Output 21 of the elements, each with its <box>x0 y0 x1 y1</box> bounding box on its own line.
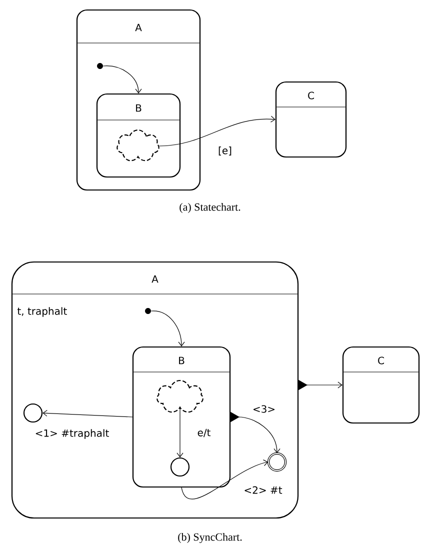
edge-label: e/t <box>196 428 212 438</box>
caption: (b) SyncChart. <box>178 533 242 543</box>
state-box: C <box>342 346 420 424</box>
edge-label: <2> #t <box>242 485 284 495</box>
dashed-cloud <box>156 380 204 413</box>
caption: (a) Statechart. <box>180 203 240 213</box>
edge-label: <1> #traphalt <box>34 428 110 440</box>
edge-label: [e] <box>217 146 233 156</box>
edge-label: <3> <box>251 404 277 414</box>
transition-arrow <box>102 66 142 94</box>
state-circle <box>170 457 190 477</box>
transition-arrow <box>176 408 184 458</box>
state-box: B <box>96 93 181 178</box>
state-circle <box>23 403 43 423</box>
final-state-circle <box>267 452 287 472</box>
dashed-cloud <box>116 129 160 162</box>
transition-arrow <box>150 310 185 346</box>
transition-arrow <box>42 410 133 418</box>
transition-arrow <box>181 460 268 500</box>
transition-arrow <box>158 116 276 146</box>
state-box: C <box>275 81 347 158</box>
